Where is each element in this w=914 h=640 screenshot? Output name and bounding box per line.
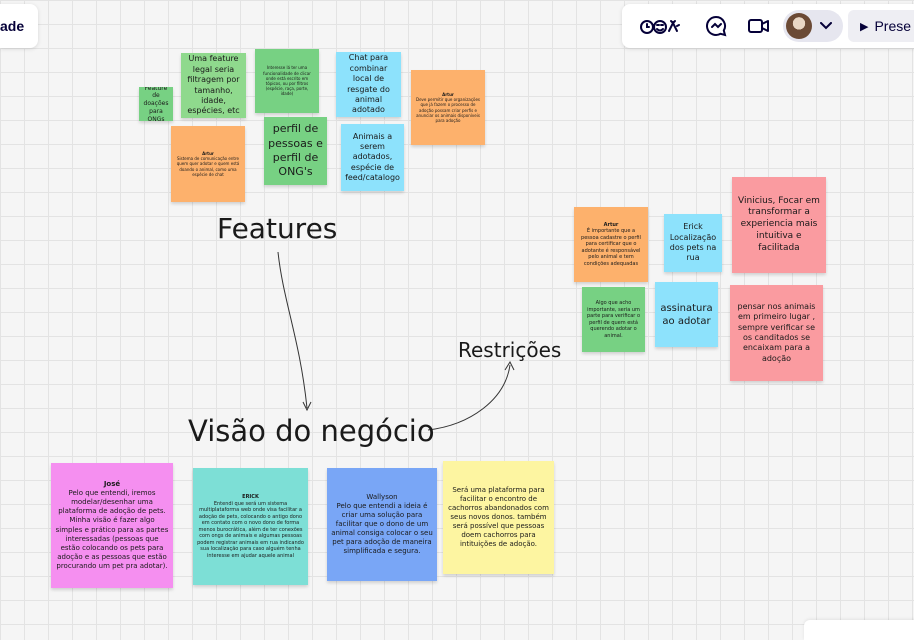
- sticky-note[interactable]: Artur Deve permitir que organizações que…: [411, 70, 485, 145]
- sticky-note[interactable]: Será uma plataforma para facilitar o enc…: [443, 461, 554, 574]
- present-label: Prese: [874, 18, 912, 34]
- present-button[interactable]: ▶ Prese: [848, 10, 914, 42]
- heading-features[interactable]: Features: [217, 212, 338, 245]
- sticky-note[interactable]: assinatura ao adotar: [655, 282, 718, 347]
- sticky-note[interactable]: Uma feature legal seria filtragem por ta…: [181, 53, 246, 118]
- sticky-note[interactable]: Interesse lá ter uma funcionalidade de c…: [255, 49, 319, 113]
- sticky-note[interactable]: Wallyson Pelo que entendi a ideia é cria…: [327, 468, 437, 581]
- sticky-note[interactable]: Artur É importante que a pessoa cadastre…: [574, 207, 648, 282]
- play-icon: ▶: [860, 20, 869, 33]
- sticky-note[interactable]: Chat para combinar local de resgate do a…: [336, 52, 401, 117]
- sticky-note[interactable]: Artur Sistema de comunicação entre quem …: [171, 126, 245, 202]
- sticky-note[interactable]: Algo que acho importante, seria um parte…: [582, 287, 645, 352]
- heading-visao-do-negocio[interactable]: Visão do negócio: [188, 414, 435, 448]
- bottom-right-panel[interactable]: [804, 620, 914, 640]
- heading-restricoes[interactable]: Restrições: [458, 338, 562, 362]
- arrowhead-visao: [302, 401, 312, 412]
- sticky-note[interactable]: José Pelo que entendi, iremos modelar/de…: [51, 463, 173, 588]
- sticky-note[interactable]: pensar nos animais em primeiro lugar , s…: [730, 285, 823, 381]
- top-right-toolbar: ▶ Prese: [622, 4, 914, 48]
- sticky-note[interactable]: Erick Localização dos pets na rua: [664, 214, 722, 272]
- board-title-panel[interactable]: ade: [0, 4, 38, 48]
- chevron-down-icon: [820, 22, 832, 30]
- sticky-note[interactable]: Feature de doações para ONGs: [139, 87, 173, 121]
- sticky-note[interactable]: ERICK Entendi que será um sistema multip…: [193, 468, 308, 585]
- arrowhead-restricoes: [504, 360, 515, 371]
- avatar[interactable]: [786, 13, 812, 39]
- comment-icon[interactable]: [704, 14, 728, 38]
- arrow-features-to-visao: [277, 251, 308, 409]
- arrow-visao-to-restricoes: [427, 364, 511, 431]
- collaborators-menu[interactable]: [783, 10, 843, 42]
- video-icon[interactable]: [747, 14, 771, 38]
- reactions-icon[interactable]: [638, 14, 684, 38]
- sticky-note[interactable]: perfil de pessoas e perfil de ONG's: [264, 117, 327, 185]
- sticky-note[interactable]: Animais a serem adotados, espécie de fee…: [341, 124, 404, 191]
- board-title[interactable]: ade: [0, 18, 25, 34]
- sticky-note[interactable]: Vinicius, Focar em transformar a experie…: [732, 177, 826, 273]
